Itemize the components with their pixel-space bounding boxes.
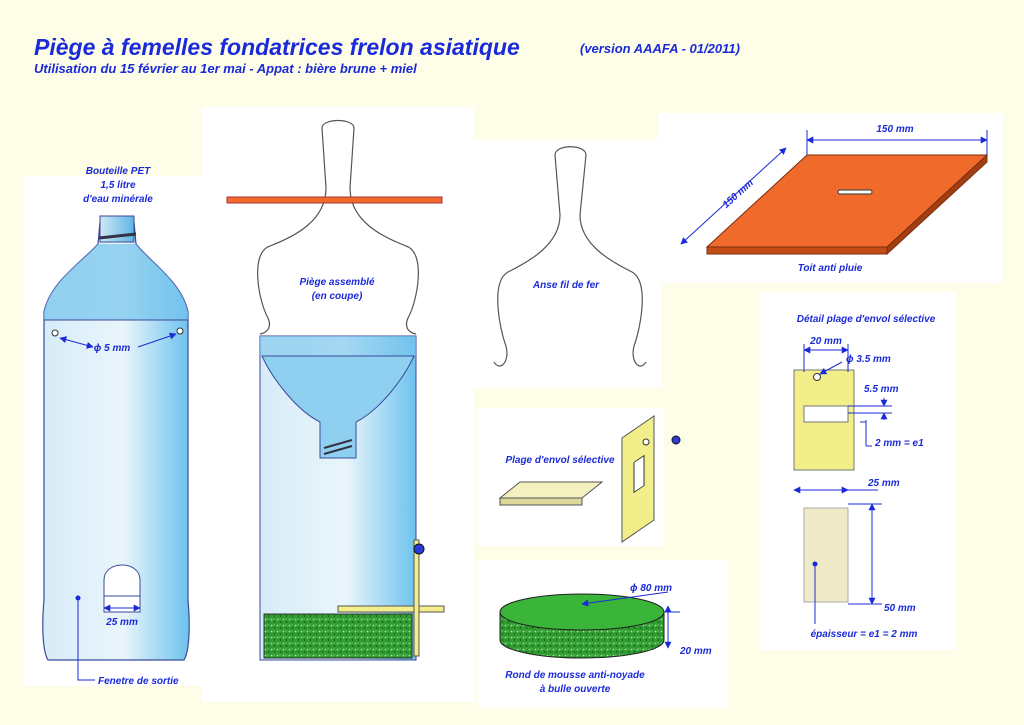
roof-section [226, 196, 443, 204]
detail-e1-label: 2 mm = e1 [874, 438, 924, 449]
detail-thickness-label: épaisseur = e1 = 2 mm [811, 629, 918, 640]
page-title: Piège à femelles fondatrices frelon asia… [34, 34, 520, 60]
hole-arrow-left [59, 336, 94, 349]
assembled-trap [226, 119, 445, 661]
detail-50-label: 50 mm [884, 603, 916, 614]
bottle-label-1: Bouteille PET [86, 166, 151, 177]
detail-hole-label: ϕ 3.5 mm [846, 354, 891, 365]
page-subtitle: Utilisation du 15 février au 1er mai - A… [34, 61, 417, 76]
funnel [261, 355, 415, 459]
foam-diameter-leader [581, 591, 669, 607]
detail-25-label: 25 mm [867, 478, 900, 489]
bottle-hole-right [176, 327, 184, 335]
detail-drawing [793, 369, 855, 603]
wire-handle [493, 146, 647, 367]
roof-label: Toit anti pluie [798, 263, 863, 274]
platform-vertical [413, 539, 420, 657]
handle-panel [474, 140, 662, 388]
roof-depth-line [680, 147, 787, 245]
window-leader [77, 598, 95, 681]
assembled-label-1: Piège assemblé [299, 277, 374, 288]
handle-label: Anse fil de fer [532, 280, 600, 291]
foam-label-2: à bulle ouverte [540, 684, 611, 695]
roof-depth-label: 150 mm [721, 178, 756, 211]
window-label: Fenetre de sortie [98, 676, 179, 687]
foam-thickness-label: 20 mm [679, 646, 712, 657]
bottle-shoulder-water [44, 244, 188, 320]
window-dim-label: 25 mm [105, 617, 138, 628]
assembled-label-2: (en coupe) [312, 291, 363, 302]
platform-section [337, 605, 445, 613]
version-label: (version AAAFA - 01/2011) [580, 41, 740, 56]
bottle-hole-left [51, 329, 59, 337]
pet-bottle [42, 215, 190, 661]
foam-disc [499, 593, 665, 659]
roof-width-label: 150 mm [876, 124, 913, 135]
platform-label: Plage d'envol sélective [505, 455, 615, 466]
handle-wire [257, 119, 419, 335]
detail-55-label: 5.5 mm [864, 384, 899, 395]
bottle-label-3: d'eau minérale [83, 194, 153, 205]
detail-title: Détail plage d'envol sélective [797, 314, 936, 325]
detail-20-label: 20 mm [809, 336, 842, 347]
flight-platform [498, 415, 681, 543]
detail-panel [760, 292, 956, 650]
foam-diameter-label: ϕ 80 mm [630, 583, 672, 594]
rain-roof [705, 153, 989, 256]
hole-dim-label: ϕ 5 mm [94, 343, 131, 354]
hole-arrow-right [137, 332, 177, 348]
bottle-label-2: 1,5 litre [100, 180, 135, 191]
foam-label-1: Rond de mousse anti-noyade [505, 670, 645, 681]
exit-window [103, 564, 141, 613]
foam-section [263, 613, 413, 659]
